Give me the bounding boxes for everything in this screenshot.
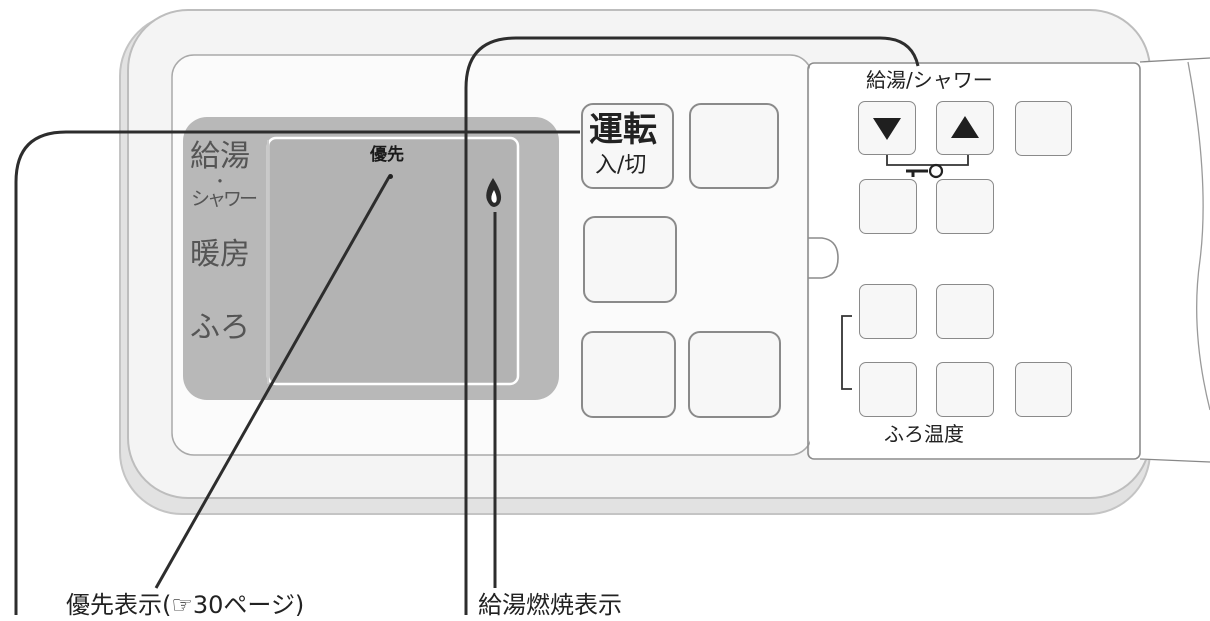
temperature-callout-line bbox=[464, 36, 920, 615]
panel-top-label: 給湯/シャワー bbox=[866, 68, 993, 92]
side-label-bath: ふろ bbox=[190, 310, 250, 345]
priority-callout-text: 優先表示(☞30ページ) bbox=[66, 591, 305, 619]
panel-button-row2-left[interactable] bbox=[859, 179, 917, 234]
panel-button-bottom-right[interactable] bbox=[1015, 362, 1072, 417]
up-triangle-icon bbox=[951, 116, 979, 138]
side-label-hot-water: 給湯 bbox=[190, 139, 250, 174]
power-callout-line bbox=[14, 130, 580, 615]
side-label-dot: ・ bbox=[212, 172, 229, 191]
face-button-bottom-left[interactable] bbox=[581, 331, 676, 418]
bath-button-row3-right[interactable] bbox=[936, 284, 994, 339]
power-button-label: 運転 bbox=[589, 110, 657, 150]
bath-button-row3-left[interactable] bbox=[859, 284, 917, 339]
temperature-up-button[interactable] bbox=[936, 101, 994, 155]
side-label-heating: 暖房 bbox=[190, 237, 250, 272]
combustion-callout-text: 給湯燃焼表示 bbox=[478, 591, 622, 619]
power-button[interactable]: 運転 入/切 bbox=[581, 103, 674, 189]
panel-bottom-label: ふろ温度 bbox=[884, 422, 964, 446]
flame-icon bbox=[486, 178, 502, 207]
down-triangle-icon bbox=[873, 118, 901, 140]
lid-fill bbox=[810, 62, 1210, 460]
lcd-screen bbox=[266, 136, 520, 386]
key-icon bbox=[886, 152, 969, 179]
temperature-down-button[interactable] bbox=[858, 101, 916, 155]
priority-callout-line bbox=[154, 176, 391, 589]
panel-button-top-right[interactable] bbox=[1015, 101, 1072, 156]
control-panel-frame bbox=[807, 62, 1141, 460]
face-button-bottom-right[interactable] bbox=[688, 331, 781, 418]
bath-button-row4-right[interactable] bbox=[936, 362, 994, 417]
priority-dot bbox=[388, 174, 393, 179]
bath-button-row4-left[interactable] bbox=[859, 362, 917, 417]
priority-indicator: 優先 bbox=[370, 145, 404, 165]
side-label-shower: シャワー bbox=[191, 188, 258, 210]
face-button-middle[interactable] bbox=[583, 216, 677, 303]
bath-temp-bracket bbox=[841, 315, 852, 390]
face-button-top-right[interactable] bbox=[689, 103, 779, 189]
panel-button-row2-right[interactable] bbox=[936, 179, 994, 234]
power-button-sublabel: 入/切 bbox=[595, 153, 647, 178]
lid-edge bbox=[1187, 61, 1210, 411]
